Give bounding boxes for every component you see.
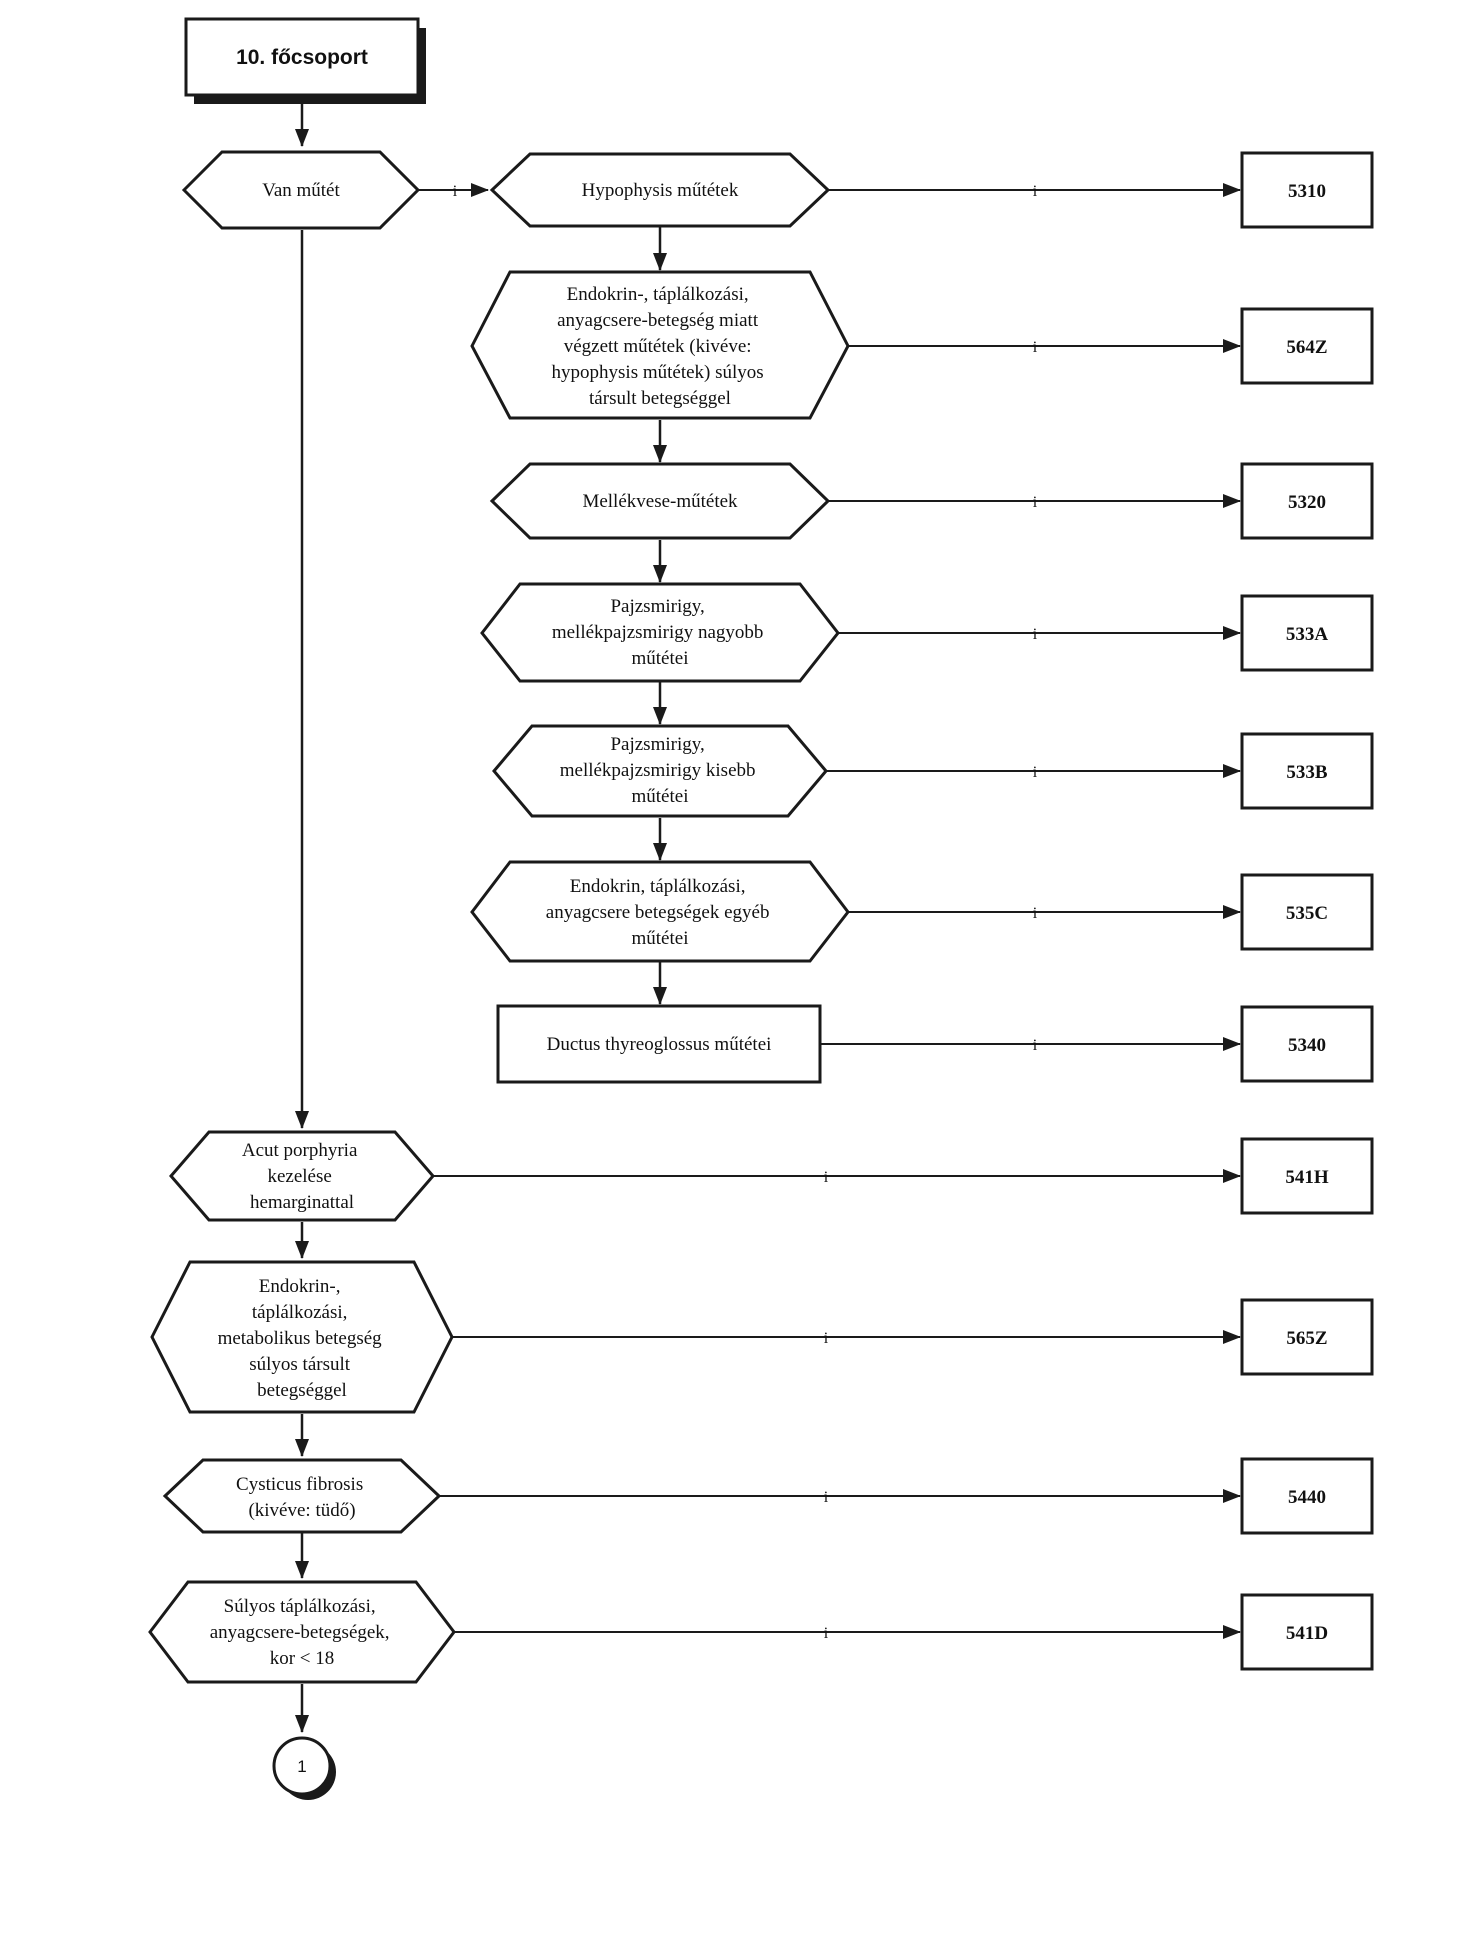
outcome-box [1240, 594, 1374, 672]
edge-label-yes: i [1033, 764, 1038, 781]
connector-circle [272, 1736, 332, 1796]
outcome-code: 564Z [1286, 337, 1327, 358]
edge-label-yes: i [1033, 905, 1038, 922]
edge-label-yes: i [1033, 626, 1038, 643]
outcome-code: 535C [1286, 903, 1328, 924]
decision-pajzsmirigy-nagyobb-label: Pajzsmirigy, mellékpajzsmirigy nagyobb m… [552, 596, 768, 669]
outcome-box [1240, 462, 1374, 540]
decision-porphyria [169, 1130, 435, 1222]
edge-label-yes: i [824, 1489, 829, 1506]
start-box [184, 17, 420, 97]
decision-porphyria-label: Acut porphyria kezelése hemarginattal [242, 1140, 362, 1213]
process-ductus-label: Ductus thyreoglossus műtétei [547, 1034, 772, 1055]
decision-endokrin-egyeb [470, 860, 850, 963]
outcome-code: 541D [1286, 1623, 1328, 1644]
outcome-code: 5440 [1288, 1487, 1326, 1508]
decision-pajzsmirigy-nagyobb [480, 582, 840, 683]
outcome-code: 565Z [1286, 1328, 1327, 1349]
outcome-box [1240, 873, 1374, 951]
outcome-box [1240, 1457, 1374, 1535]
outcome-box [1240, 1593, 1374, 1671]
decision-hypophysis-label: Hypophysis műtétek [582, 180, 739, 201]
connector-label: 1 [297, 1757, 306, 1776]
outcome-box [1240, 307, 1374, 385]
decision-hypophysis [489, 152, 831, 228]
process-ductus [496, 1004, 822, 1084]
outcome-code: 5320 [1288, 492, 1326, 513]
outcome-box [1240, 1137, 1374, 1215]
decision-endokrin-sulyos [470, 270, 850, 420]
decision-endokrin-sulyos-label: Endokrin-, táplálkozási, anyagcsere-bete… [552, 284, 769, 409]
edge-label-yes: i [1033, 339, 1038, 356]
decision-mellekvese [489, 462, 831, 540]
decision-mellekvese-label: Mellékvese-műtétek [582, 491, 738, 512]
edge-label-yes: i [824, 1169, 829, 1186]
outcome-code: 533B [1286, 762, 1328, 783]
outcome-box [1240, 1005, 1374, 1083]
edge-label-yes: i [824, 1625, 829, 1642]
outcome-code: 5340 [1288, 1035, 1326, 1056]
edge-label-yes: i [824, 1330, 829, 1347]
decision-cysticus-label: Cysticus fibrosis (kivéve: tüdő) [236, 1474, 368, 1521]
decision-pajzsmirigy-kisebb-label: Pajzsmirigy, mellékpajzsmirigy kisebb mű… [560, 734, 761, 807]
outcome-box [1240, 151, 1374, 229]
edge-label-yes: i [1033, 1037, 1038, 1054]
outcome-box [1240, 732, 1374, 810]
outcome-code: 5310 [1288, 181, 1326, 202]
decision-pajzsmirigy-kisebb [492, 724, 828, 818]
edge-label-yes: i [1033, 183, 1038, 200]
edge-label-yes: i [1033, 494, 1038, 511]
outcome-code: 541H [1285, 1167, 1329, 1188]
decision-sulyos-taplalkozasi-label: Súlyos táplálkozási, anyagcsere-betegség… [210, 1596, 395, 1669]
decision-cysticus [162, 1458, 442, 1534]
decision-van-mutet [181, 150, 421, 230]
decision-endokrin-metabolikus-label: Endokrin-, táplálkozási, metabolikus bet… [218, 1276, 387, 1401]
decision-sulyos-taplalkozasi [148, 1580, 456, 1684]
decision-endokrin-egyeb-label: Endokrin, táplálkozási, anyagcsere beteg… [546, 876, 774, 949]
edge-label-yes-van-mutet: i [453, 183, 458, 200]
start-title: 10. főcsoport [236, 46, 368, 69]
decision-van-mutet-label: Van műtét [262, 180, 340, 201]
decision-endokrin-metabolikus [150, 1260, 454, 1414]
outcome-code: 533A [1286, 624, 1329, 645]
outcome-box [1240, 1298, 1374, 1376]
